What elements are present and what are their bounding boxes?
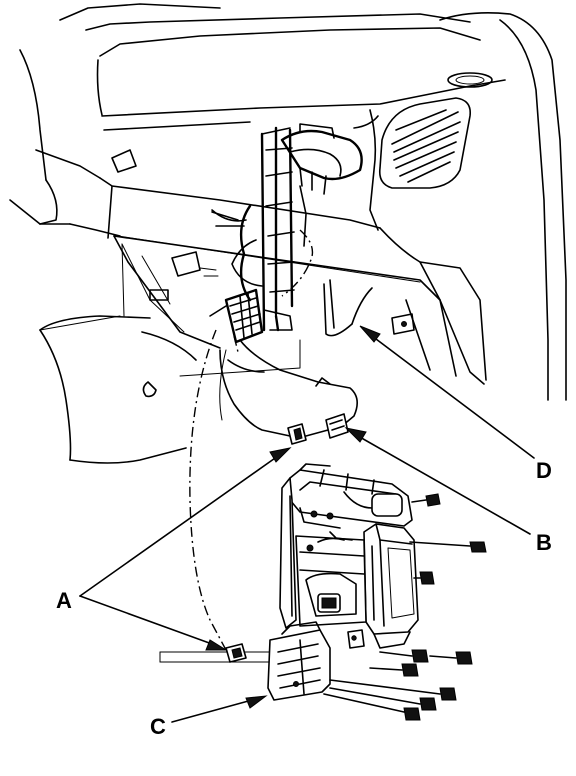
- callout-d: D: [536, 458, 552, 483]
- bolt: [323, 693, 421, 721]
- air-vent: [378, 72, 493, 189]
- callout-b: B: [536, 530, 552, 555]
- seat-outline: [39, 315, 227, 464]
- bolt: [369, 663, 419, 677]
- bolt: [329, 687, 437, 711]
- dashboard-outline: [9, 3, 567, 401]
- control-unit-assembly: [225, 463, 419, 701]
- bolts: [323, 493, 487, 721]
- callout-c: C: [150, 714, 166, 739]
- bolt: [429, 651, 473, 665]
- bolt: [413, 571, 435, 585]
- bolt: [411, 493, 441, 507]
- harness-lead: [219, 339, 358, 445]
- bolt: [329, 679, 457, 701]
- bolt: [409, 541, 487, 553]
- callout-a: A: [56, 588, 72, 613]
- reference-lines: [39, 235, 421, 663]
- wire-harness: [209, 123, 373, 344]
- bolt: [379, 649, 429, 663]
- callout-leaders: [79, 325, 535, 723]
